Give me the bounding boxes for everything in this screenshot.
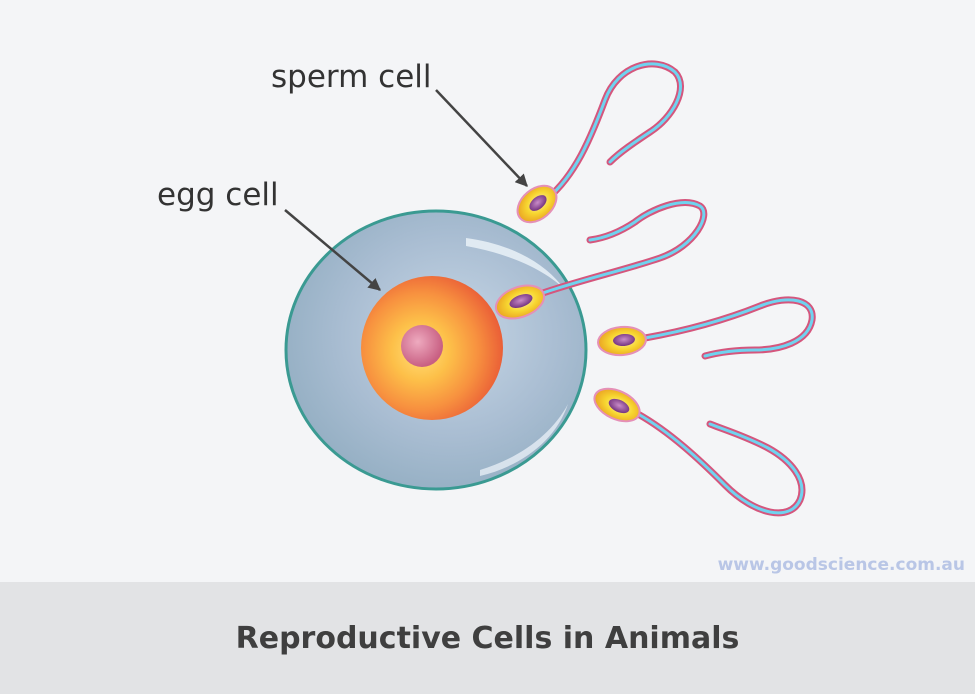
sperm-tail bbox=[641, 296, 816, 360]
source-credit: www.goodscience.com.au bbox=[717, 555, 965, 575]
sperm-cell-4 bbox=[593, 387, 806, 517]
sperm-cell-1 bbox=[516, 60, 684, 224]
sperm-cell-3 bbox=[597, 296, 816, 360]
diagram-stage bbox=[284, 60, 816, 517]
egg-highlight-lower bbox=[480, 404, 568, 476]
egg-highlight bbox=[466, 238, 565, 290]
sperm-label-arrow bbox=[435, 89, 528, 187]
sperm-cell-2 bbox=[494, 199, 708, 320]
diagram-caption: Reproductive Cells in Animals bbox=[235, 620, 740, 656]
egg-cell bbox=[284, 209, 588, 491]
egg-cell-label: egg cell bbox=[157, 177, 279, 213]
egg-label-arrow bbox=[284, 209, 381, 291]
sperm-cell-label: sperm cell bbox=[271, 59, 432, 95]
caption-bar: Reproductive Cells in Animals bbox=[0, 582, 975, 694]
reproduction-diagram bbox=[284, 60, 816, 517]
egg-nucleolus bbox=[401, 325, 443, 367]
